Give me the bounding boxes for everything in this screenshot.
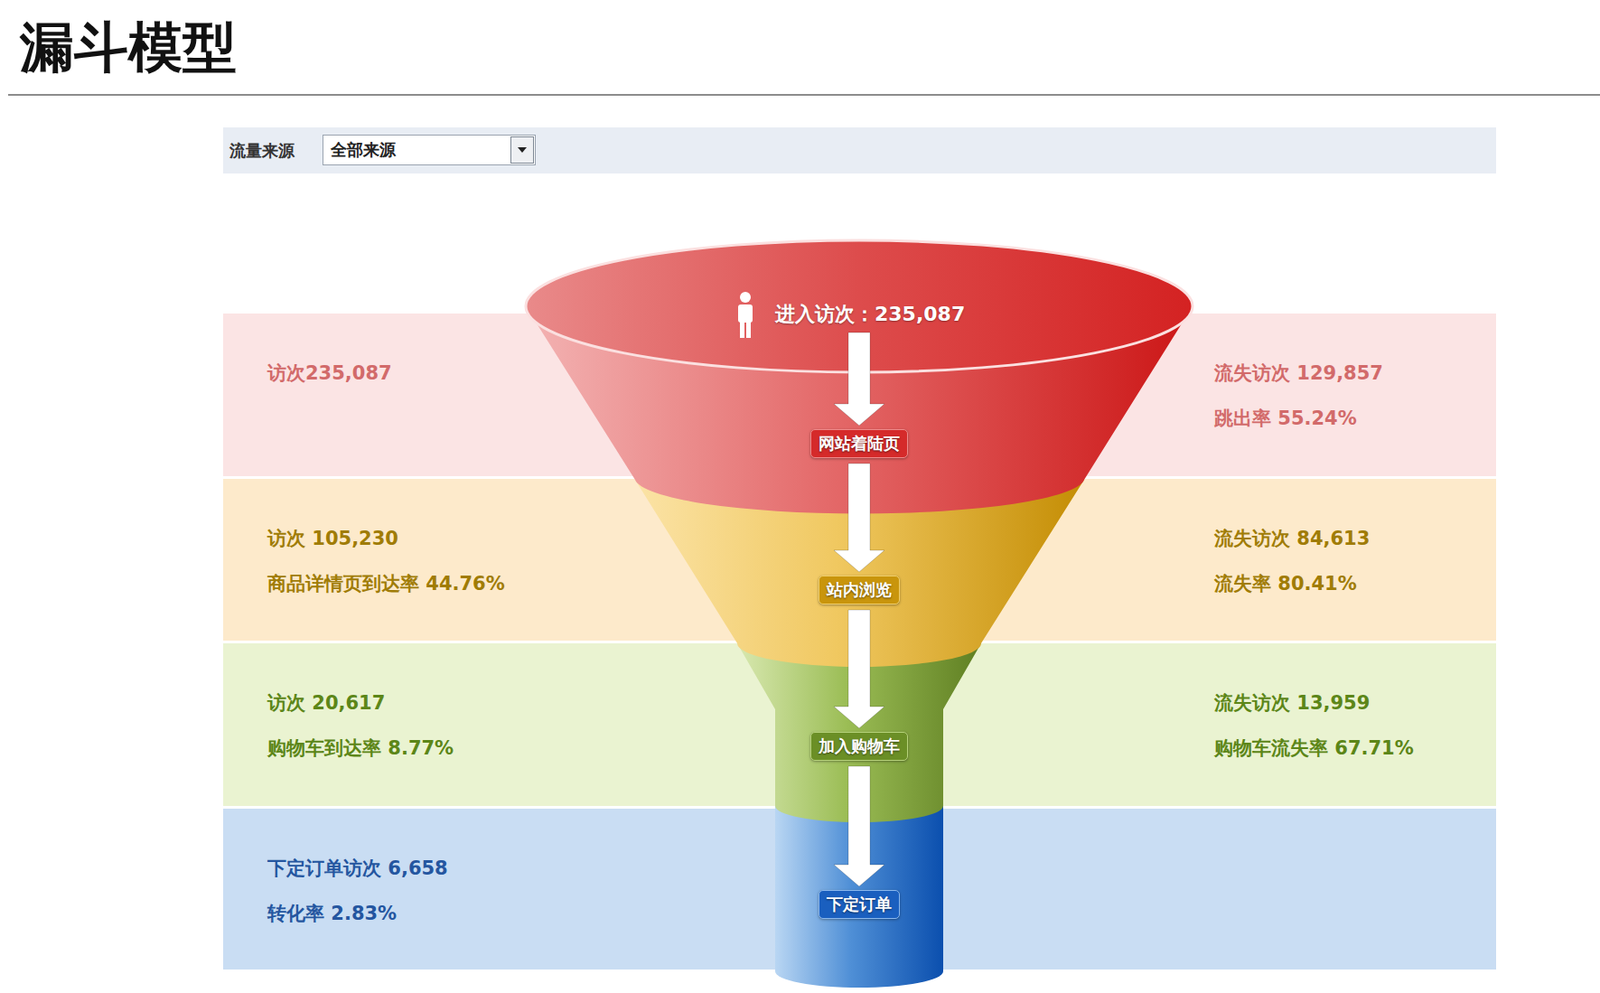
stage-badge: 加入购物车 xyxy=(810,731,908,761)
page-title: 漏斗模型 xyxy=(19,14,237,80)
stage-stat: 商品详情页到达率 44.76% xyxy=(267,570,506,597)
stage-band: 访次235,087 流失访次 129,857 跳出率 55.24% 网站着陆页 xyxy=(223,313,1497,477)
stage-stat: 流失访次 84,613 xyxy=(1214,525,1370,552)
funnel-top: 进入访次：235,087 xyxy=(775,301,965,328)
stage-stat: 跳出率 55.24% xyxy=(1214,405,1357,431)
flow-arrow xyxy=(833,766,885,887)
stage-band: 访次 20,617 购物车到达率 8.77% 流失访次 13,959 购物车流失率 6… xyxy=(223,643,1497,806)
stage-band: 访次 105,230 商品详情页到达率 44.76% 流失访次 84,613 流失率 … xyxy=(223,478,1497,641)
dropdown-arrow xyxy=(510,136,534,164)
person-icon xyxy=(738,291,753,338)
dropdown-box: 全部来源 xyxy=(322,134,536,166)
stage-stat: 流失访次 13,959 xyxy=(1214,690,1370,716)
toolbar-panel: 流量来源 全部来源 xyxy=(223,127,1497,174)
stage-band: 下定订单访次 6,658 转化率 2.83% 下定订单 xyxy=(223,808,1497,970)
flow-arrow xyxy=(833,609,885,729)
stage-stat: 转化率 2.83% xyxy=(267,900,397,927)
stage-badge: 下定订单 xyxy=(818,889,900,919)
node-label: 网站着陆页 xyxy=(818,432,900,455)
stage-stat: 访次235,087 xyxy=(267,360,393,386)
node-label: 流量来源 xyxy=(229,140,295,162)
flow-arrow xyxy=(833,463,885,572)
node-label: 加入购物车 xyxy=(818,735,900,758)
stage-stat: 流失访次 129,857 xyxy=(1214,360,1384,386)
stage-stat: 购物车到达率 8.77% xyxy=(267,735,454,761)
node-label: 站内浏览 xyxy=(826,579,892,601)
stage-badge: 站内浏览 xyxy=(818,575,900,605)
stage-stat: 购物车流失率 67.71% xyxy=(1214,735,1414,761)
node-label: 下定订单 xyxy=(826,893,892,916)
flow-arrow xyxy=(833,332,885,426)
node-label: 全部来源 xyxy=(330,139,396,161)
stage-badge: 网站着陆页 xyxy=(810,429,908,459)
stage-stat: 下定订单访次 6,658 xyxy=(267,855,449,881)
node-label: 进入访次：235,087 xyxy=(775,301,965,328)
stage-stat: 访次 105,230 xyxy=(267,525,399,552)
stage-stat: 流失率 80.41% xyxy=(1214,570,1357,597)
stage-stat: 访次 20,617 xyxy=(267,690,385,716)
